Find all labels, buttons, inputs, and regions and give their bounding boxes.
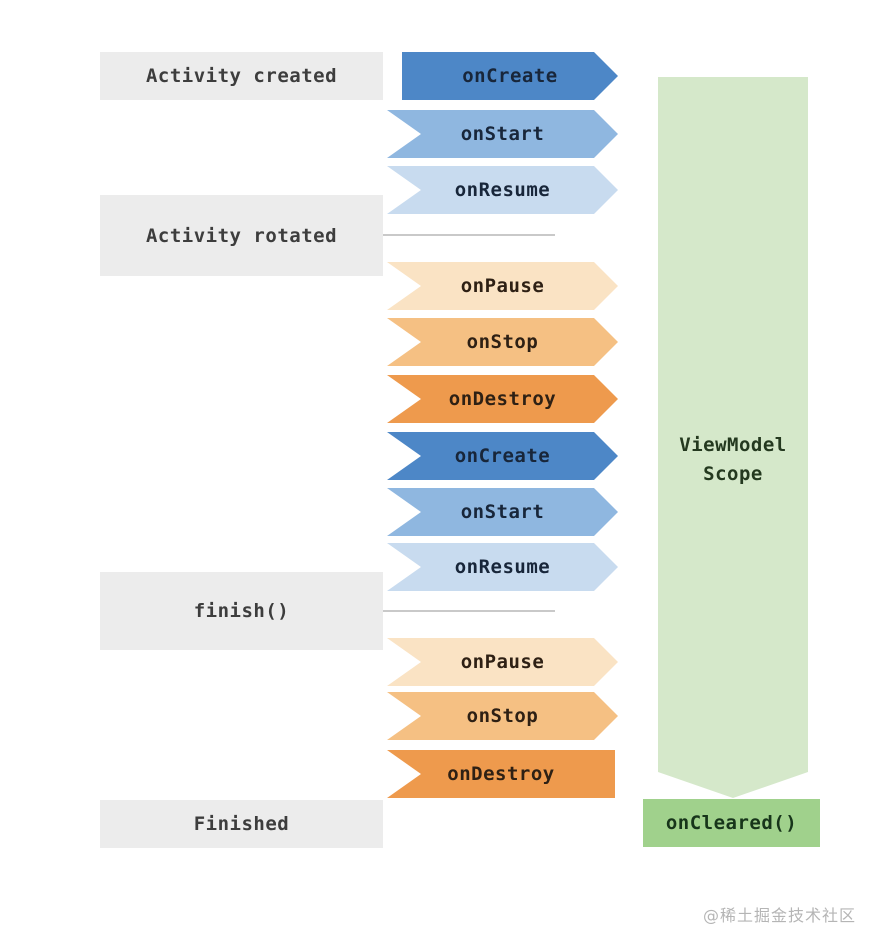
lifecycle-arrow-label: onStop — [466, 331, 539, 353]
state-box-label: finish() — [193, 600, 290, 622]
state-box-finished: Finished — [100, 800, 383, 848]
connector-line — [383, 610, 555, 612]
lifecycle-arrow-onresume: onResume — [387, 543, 618, 591]
lifecycle-arrow-label: onPause — [460, 275, 545, 297]
lifecycle-arrow-onpause: onPause — [387, 262, 618, 310]
lifecycle-arrow-ondestroy: onDestroy — [387, 375, 618, 423]
lifecycle-arrow-onstop: onStop — [387, 318, 618, 366]
lifecycle-arrow-label: onCreate — [454, 445, 551, 467]
viewmodel-scope-label: ViewModel Scope — [679, 434, 787, 485]
lifecycle-arrow-onstop: onStop — [387, 692, 618, 740]
lifecycle-arrow-label: onDestroy — [447, 763, 555, 785]
state-box-label: Activity created — [145, 65, 338, 87]
lifecycle-arrow-onpause: onPause — [387, 638, 618, 686]
lifecycle-arrow-label: onPause — [460, 651, 545, 673]
lifecycle-arrow-oncreate: onCreate — [387, 432, 618, 480]
state-box-activity-rotated: Activity rotated — [100, 195, 383, 276]
lifecycle-arrow-label: onResume — [454, 179, 551, 201]
connector-line — [383, 234, 555, 236]
state-box-finish: finish() — [100, 572, 383, 650]
lifecycle-arrow-onstart: onStart — [387, 488, 618, 536]
lifecycle-arrow-label: onStart — [460, 123, 545, 145]
lifecycle-arrow-ondestroy: onDestroy — [387, 750, 615, 798]
oncleared-box: onCleared() — [643, 799, 820, 847]
lifecycle-arrow-label: onCreate — [462, 65, 558, 87]
lifecycle-arrow-label: onStop — [466, 705, 539, 727]
lifecycle-arrow-label: onStart — [460, 501, 545, 523]
viewmodel-scope-arrow — [658, 77, 808, 798]
lifecycle-arrow-onresume: onResume — [387, 166, 618, 214]
lifecycle-arrow-label: onResume — [454, 556, 551, 578]
state-box-label: Activity rotated — [145, 224, 338, 247]
state-box-label: Finished — [193, 813, 290, 835]
watermark-text: @稀土掘金技术社区 — [703, 906, 857, 925]
oncleared-label: onCleared() — [665, 812, 798, 834]
lifecycle-arrow-onstart: onStart — [387, 110, 618, 158]
state-box-activity-created: Activity created — [100, 52, 383, 100]
lifecycle-arrow-label: onDestroy — [448, 388, 557, 410]
lifecycle-arrow-oncreate: onCreate — [402, 52, 618, 100]
